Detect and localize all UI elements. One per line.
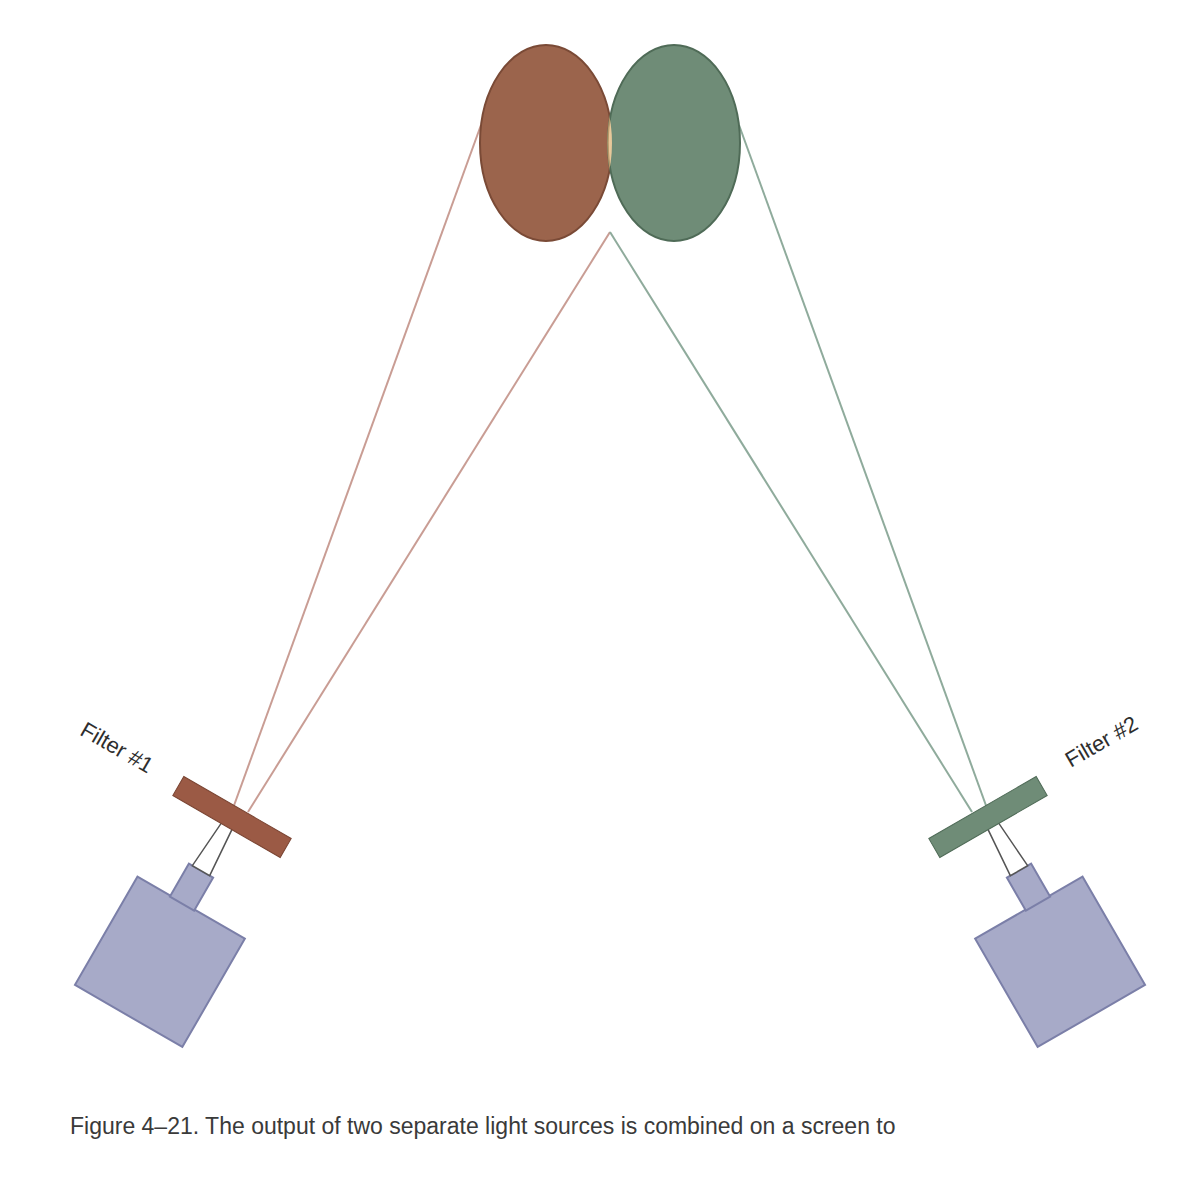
figure-caption: Figure 4–21. The output of two separate … (70, 1113, 896, 1140)
filter-label: Filter #2 (1061, 711, 1143, 773)
red-spot (480, 45, 612, 241)
overlap-edge (608, 45, 740, 241)
beam-edge (228, 125, 481, 822)
projector-right (920, 776, 1154, 1047)
filter-label: Filter #1 (76, 717, 158, 779)
beam-edge (248, 232, 610, 812)
light-beams (228, 125, 992, 822)
filter-plate (929, 776, 1047, 857)
green-spot (608, 45, 740, 241)
beam-edge (610, 232, 972, 812)
overlap-spot (608, 45, 740, 241)
projector-body (975, 877, 1145, 1047)
beam-edge (739, 125, 992, 822)
projector-body (75, 877, 245, 1047)
filter-plate (173, 776, 291, 857)
projector-left (66, 776, 300, 1047)
screen-spots (480, 45, 740, 241)
